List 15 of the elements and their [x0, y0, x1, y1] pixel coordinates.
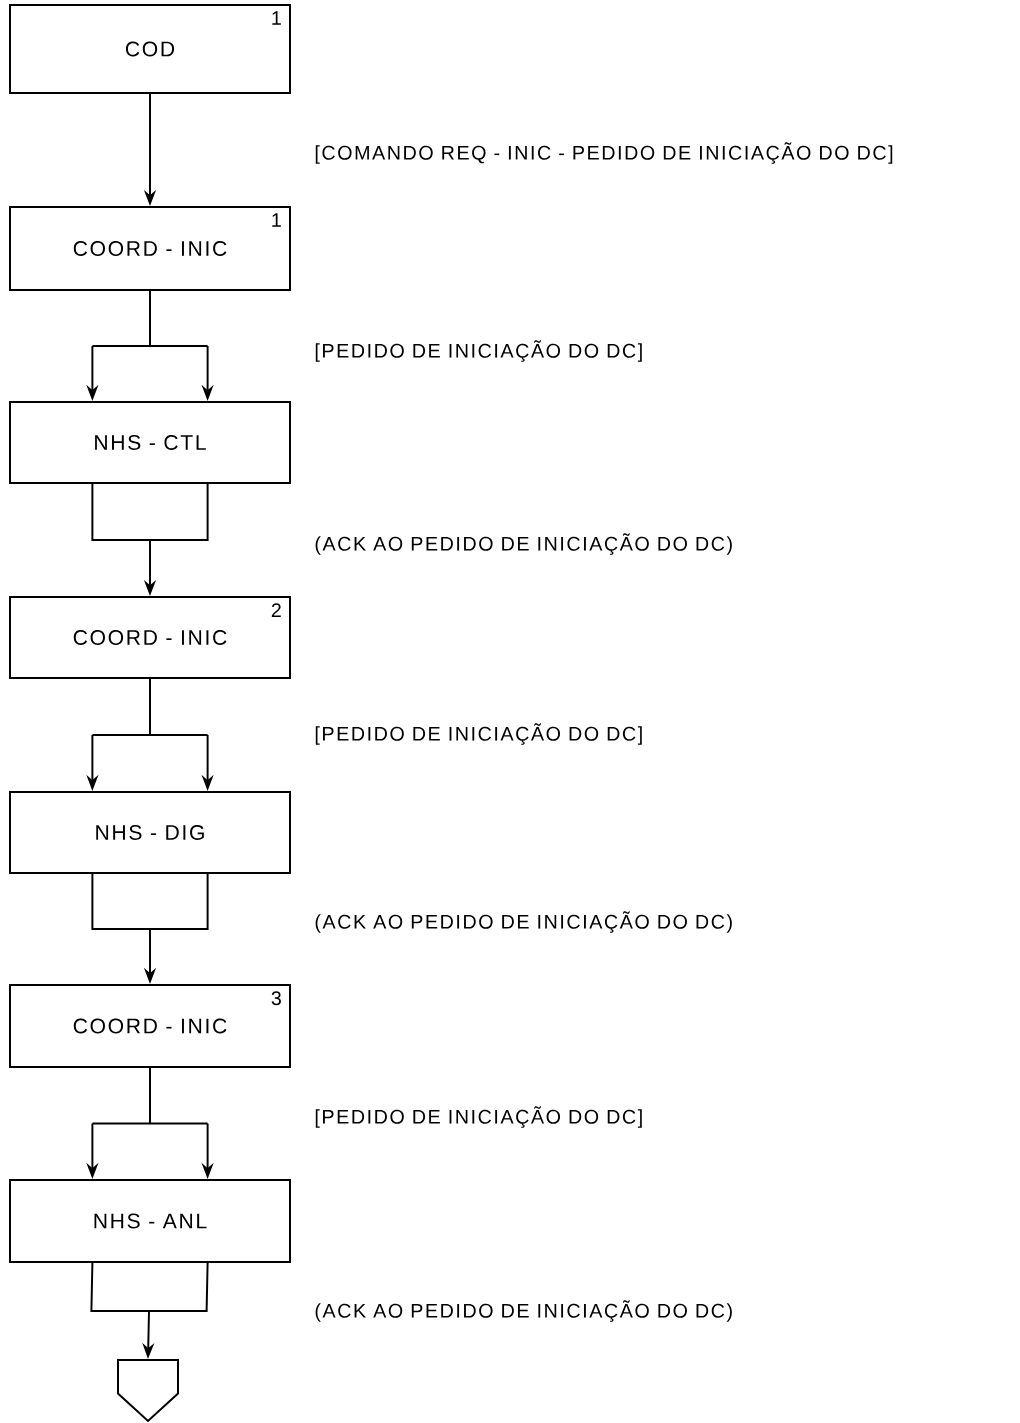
process-box: COORD - INIC 1	[9, 206, 291, 291]
message-label: [PEDIDO DE INICIAÇÃO DO DC]	[315, 723, 642, 745]
process-box: COD 1	[9, 4, 291, 94]
process-box: NHS - CTL	[9, 401, 291, 484]
message-label: [PEDIDO DE INICIAÇÃO DO DC]	[315, 340, 642, 362]
message-label: (ACK AO PEDIDO DE INICIAÇÃO DO DC)	[315, 533, 732, 555]
message-label: [COMANDO REQ - INIC - PEDIDO DE INICIAÇÃO DO DC]	[315, 142, 893, 164]
process-box: NHS - DIG	[9, 791, 291, 874]
process-box: NHS - ANL	[9, 1179, 291, 1263]
message-label: (ACK AO PEDIDO DE INICIAÇÃO DO DC)	[315, 911, 732, 933]
message-label: (ACK AO PEDIDO DE INICIAÇÃO DO DC)	[315, 1300, 732, 1322]
off-page-connector	[117, 1359, 179, 1423]
process-box: COORD - INIC 3	[9, 984, 291, 1068]
message-label: [PEDIDO DE INICIAÇÃO DO DC]	[315, 1106, 642, 1128]
process-box: COORD - INIC 2	[9, 596, 291, 679]
